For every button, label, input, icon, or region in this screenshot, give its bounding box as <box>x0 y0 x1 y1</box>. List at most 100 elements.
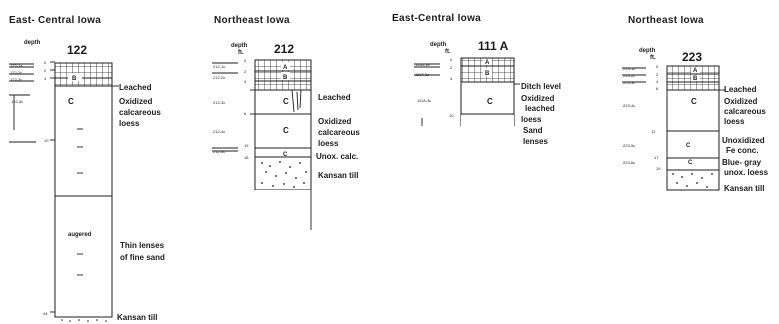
horizon-c1-212: C <box>283 97 289 106</box>
sample-223-3c: 223-3c <box>623 80 635 85</box>
site-number-122: 122 <box>67 43 87 57</box>
label-fine-sand-122: of fine sand <box>120 253 165 262</box>
horizon-b-111a: B <box>485 71 490 77</box>
label-kansan-till-212: Kansan till <box>318 171 358 180</box>
depth-tick: 2 <box>450 65 453 70</box>
sample-212-2c: 212-2c <box>213 75 225 80</box>
sample-223-4c: 223-4c <box>623 103 635 108</box>
label-loess-122: loess <box>119 119 140 128</box>
label-unox-calc-212: Unox. calc. <box>316 152 358 161</box>
depth-label-223: depth <box>639 48 656 54</box>
sample-212-4c: 212-4c <box>213 129 225 134</box>
region-label-122: East- Central Iowa <box>9 15 101 26</box>
horizon-label-bg <box>68 73 82 81</box>
horizon-c2-212: C <box>283 126 289 135</box>
sample-111a-3c: 111A-3c <box>417 98 431 103</box>
depth-unit-212: ft. <box>238 50 244 56</box>
label-leached-212: Leached <box>318 93 351 102</box>
depth-tick: 2 <box>244 69 247 74</box>
sample-212-3c: 212-3c <box>213 100 225 105</box>
horizon-c2-223: C <box>686 143 691 149</box>
profile-212: Northeast Iowa depth ft. 212 A B C C C 2… <box>212 15 360 230</box>
till-dots-223 <box>672 173 713 188</box>
augered-bg <box>57 286 110 317</box>
depth-tick: 0 <box>244 58 247 63</box>
depth-tick: 6 <box>244 111 247 116</box>
till-dots-122 <box>61 319 107 322</box>
depth-tick: 4 <box>44 76 47 81</box>
label-leached-223: Leached <box>724 85 757 94</box>
sample-111a-1a: 111A-1a <box>415 62 430 67</box>
profile-223: Northeast Iowa depth ft. 223 A B C C C 2… <box>622 15 769 193</box>
region-label-212: Northeast Iowa <box>214 15 290 26</box>
site-number-111a: 111 A <box>478 39 509 53</box>
horizon-c1-223: C <box>691 97 697 106</box>
sample-223-2c: 223-2c <box>623 73 635 78</box>
label-calcareous-122: calcareous <box>119 108 161 117</box>
depth-label-122: depth <box>24 40 41 46</box>
horizon-a-111a: A <box>485 60 490 66</box>
sample-212-1c: 212-1c <box>213 64 225 69</box>
label-ditch-level-111a: Ditch level <box>521 82 561 91</box>
depth-tick: 19 <box>656 166 661 171</box>
profile-122: East- Central Iowa depth 122 B C augered… <box>9 15 165 322</box>
region-label-111a: East-Central Iowa <box>392 13 481 24</box>
depth-tick: 6 <box>656 86 659 91</box>
depth-label-212: depth <box>231 43 248 49</box>
label-loess-212: loess <box>318 139 339 148</box>
sample-223-5c: 223-5c <box>623 143 635 148</box>
depth-tick: 4 <box>244 79 247 84</box>
label-thin-lenses-122: Thin lenses <box>120 241 165 250</box>
till-dots-212 <box>261 161 307 188</box>
sample-223-1c: 223-1c <box>623 66 635 71</box>
label-oxidized-122: Oxidized <box>119 97 152 106</box>
depth-tick: 0 <box>656 64 659 69</box>
label-kansan-till-223: Kansan till <box>724 184 764 193</box>
depth-label-111a: depth <box>430 42 447 48</box>
site-number-223: 223 <box>682 50 702 64</box>
label-sand-111a: Sand <box>523 126 543 135</box>
label-leached-122: Leached <box>119 83 152 92</box>
horizon-c-111a: C <box>487 97 493 106</box>
sample-223-6c: 223-6c <box>623 160 635 165</box>
label-calcareous-212: calcareous <box>318 128 360 137</box>
depth-tick: 12 <box>651 129 656 134</box>
depth-tick: 0 <box>450 57 453 62</box>
sample-122-2c: 122-2c <box>10 70 22 75</box>
depth-unit-223: ft. <box>650 55 656 61</box>
augered-note-122: augered <box>68 232 92 238</box>
label-blue-gray-223: Blue- gray <box>722 158 762 167</box>
label-calcareous-223: calcareous <box>724 107 766 116</box>
depth-tick: 15 <box>244 143 249 148</box>
horizon-c3-223: C <box>688 160 693 166</box>
horizon-b-122: B <box>72 76 77 82</box>
depth-tick: 44 <box>43 311 48 316</box>
horizon-c-122: C <box>68 97 74 106</box>
sample-122-3c: 122-3c <box>10 77 22 82</box>
label-lenses-111a: lenses <box>523 137 548 146</box>
label-unoxidized-223: Unoxidized <box>722 136 765 145</box>
label-unox-loess-223: unox. loess <box>724 168 769 177</box>
label-kansan-till-122: Kansan till <box>117 313 157 322</box>
depth-tick: 2 <box>44 68 47 73</box>
depth-tick: 17 <box>654 155 659 160</box>
label-oxidized-223: Oxidized <box>724 97 757 106</box>
depth-tick: 10 <box>44 138 49 143</box>
label-fe-conc-223: Fe conc. <box>726 146 758 155</box>
leached-zone-122 <box>54 62 113 87</box>
horizon-b-223: B <box>693 76 698 82</box>
horizon-c3-212: C <box>283 152 288 158</box>
label-loess-111a: loess <box>521 115 542 124</box>
sample-111a-2c: 111A-2c <box>415 72 429 77</box>
depth-tick: 18 <box>244 155 249 160</box>
region-label-223: Northeast Iowa <box>628 15 704 26</box>
depth-tick: 0 <box>44 60 47 65</box>
label-loess-223: loess <box>724 117 745 126</box>
depth-tick: 4 <box>656 79 659 84</box>
label-leached-111a: leached <box>525 104 555 113</box>
horizon-a-223: A <box>693 68 698 74</box>
profile-111a: East-Central Iowa depth ft. 111 A A B C … <box>392 13 561 146</box>
sample-122-5c: 122-5c <box>11 99 23 104</box>
sample-122-1a: 122-1a <box>10 63 23 68</box>
